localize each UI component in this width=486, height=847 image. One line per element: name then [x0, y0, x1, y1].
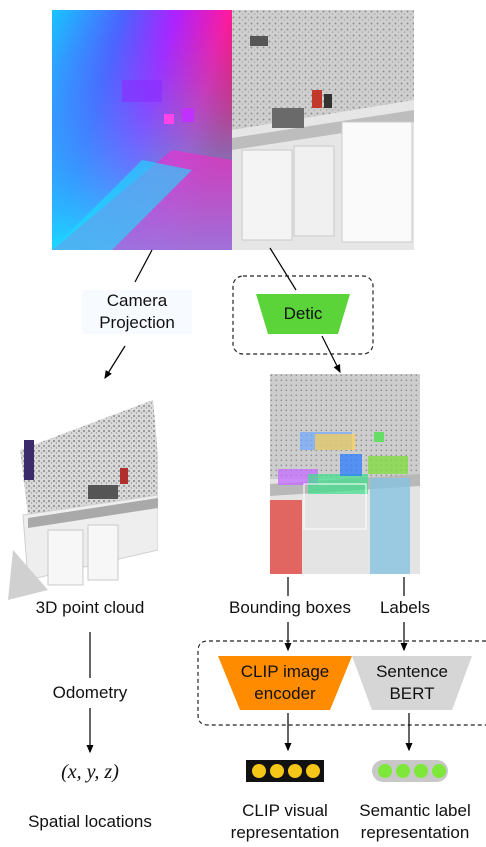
- point-cloud-label: 3D point cloud: [35, 598, 145, 617]
- spatial-locations-label: Spatial locations: [28, 812, 152, 831]
- sentence-bert-block: [352, 656, 472, 710]
- semantic-dot-4: [432, 764, 446, 778]
- camera-projection-line-2: Projection: [99, 313, 175, 332]
- sentence-bert-line-1: Sentence: [376, 662, 448, 681]
- clip-dot-4: [306, 764, 320, 778]
- semantic-label-line-2: representation: [360, 823, 470, 842]
- clip-dot-2: [270, 764, 284, 778]
- clip-encoder-label: CLIP image encoder: [225, 661, 345, 705]
- point-cloud-image: [8, 400, 158, 600]
- clip-visual-label: CLIP visual representation: [215, 800, 355, 844]
- odometry-label: Odometry: [52, 683, 128, 702]
- clip-encoder-line-2: encoder: [254, 684, 316, 703]
- clip-dot-1: [252, 764, 266, 778]
- semantic-label-label: Semantic label representation: [345, 800, 485, 844]
- detic-block: [256, 294, 350, 334]
- clip-visual-line-1: CLIP visual: [242, 801, 328, 820]
- detic-label: Detic: [283, 304, 323, 323]
- camera-projection-label: Camera Projection: [82, 290, 192, 334]
- connector-depth-to-projection: [134, 249, 153, 283]
- rgb-image: [232, 10, 414, 250]
- labels-label: Labels: [379, 598, 431, 617]
- encoders-dashed-box: [197, 640, 486, 726]
- semantic-dot-1: [378, 764, 392, 778]
- bounding-boxes-label: Bounding boxes: [229, 598, 351, 617]
- camera-projection-line-1: Camera: [106, 291, 168, 310]
- clip-dot-3: [288, 764, 302, 778]
- clip-visual-line-2: representation: [230, 823, 340, 842]
- semantic-label-line-1: Semantic label: [359, 801, 471, 820]
- clip-visual-vector: [246, 760, 324, 782]
- connector-rgb-to-detic: [269, 247, 297, 291]
- clip-encoder-block: [218, 656, 352, 710]
- detections-image: [270, 374, 420, 574]
- sentence-bert-label: Sentence BERT: [362, 661, 462, 705]
- arrow-projection-to-pointcloud: [104, 345, 126, 380]
- clip-encoder-line-1: CLIP image: [240, 662, 330, 681]
- depth-image: [52, 10, 232, 250]
- detic-dashed-box: [232, 275, 374, 355]
- semantic-dot-3: [414, 764, 428, 778]
- sentence-bert-line-2: BERT: [389, 684, 435, 703]
- xyz-label: (x, y, z): [61, 761, 119, 783]
- semantic-dot-2: [396, 764, 410, 778]
